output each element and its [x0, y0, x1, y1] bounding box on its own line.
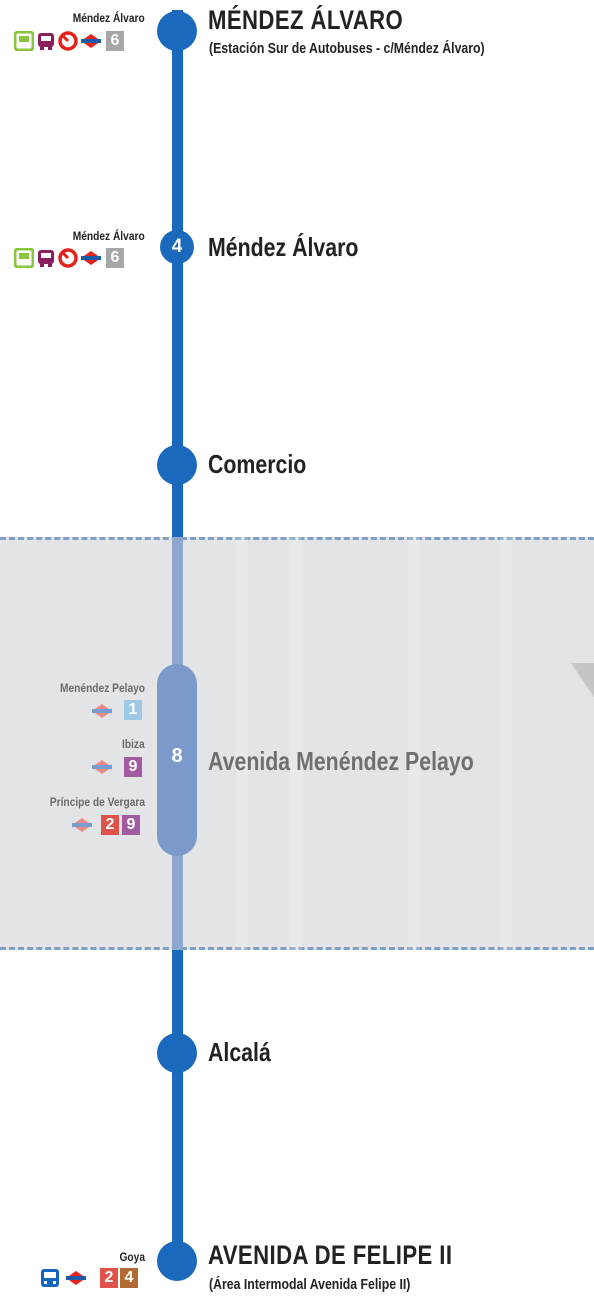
band-stripe [500, 537, 512, 950]
connection-icons: 6 [14, 31, 144, 51]
stop-name: AVENIDA DE FELIPE II [208, 1240, 453, 1270]
metro-line-badge: 4 [120, 1268, 138, 1288]
metro-icon [81, 34, 101, 48]
band-stripe [236, 537, 248, 950]
emt-bus-icon [41, 1269, 59, 1287]
airport-express-icon [58, 248, 78, 268]
connection-label: Menéndez Pelayo [59, 681, 145, 695]
band-stripe [408, 537, 420, 950]
metro-line-badge: 6 [106, 31, 124, 51]
connection-icons: 2 4 [40, 1268, 144, 1288]
terminus-stop-marker[interactable] [157, 1241, 197, 1281]
stop-subtitle: (Área Intermodal Avenida Felipe II) [209, 1276, 411, 1293]
express-section-band [0, 537, 594, 950]
route-line [172, 10, 183, 537]
stop-name: Alcalá [208, 1037, 271, 1067]
interurban-bus-icon [38, 250, 54, 267]
stop-name: MÉNDEZ ÁLVARO [208, 5, 404, 35]
route-line [172, 950, 183, 1280]
stop-name: Comercio [208, 449, 307, 479]
metro-icon [92, 760, 112, 774]
interurban-bus-icon [38, 33, 54, 50]
band-corner-marker [571, 663, 594, 697]
express-stop-marker[interactable] [157, 664, 197, 856]
stop-subtitle: (Estación Sur de Autobuses - c/Méndez Ál… [209, 40, 485, 57]
metro-line-badge: 9 [124, 757, 142, 777]
cercanias-icon [14, 248, 34, 268]
connection-icons: 6 [14, 248, 144, 268]
band-stripe [290, 537, 302, 950]
stop-name: Avenida Menéndez Pelayo [208, 746, 474, 776]
stop-number-marker: 8 [171, 745, 183, 767]
cercanias-icon [14, 31, 34, 51]
airport-express-icon [58, 31, 78, 51]
metro-line-badge: 6 [106, 248, 124, 268]
metro-icon [81, 251, 101, 265]
metro-icon [72, 818, 92, 832]
connection-label: Goya [119, 1250, 145, 1264]
metro-line-badge: 2 [101, 815, 119, 835]
metro-line-badge: 1 [124, 700, 142, 720]
metro-line-badge: 2 [100, 1268, 118, 1288]
connection-label: Méndez Álvaro [73, 11, 145, 25]
connection-label: Méndez Álvaro [73, 229, 145, 243]
stop-marker[interactable] [157, 445, 197, 485]
terminus-stop-marker[interactable] [157, 11, 197, 51]
metro-icon [66, 1271, 86, 1285]
metro-icon [92, 704, 112, 718]
stop-name: Méndez Álvaro [208, 232, 359, 262]
stop-marker[interactable] [157, 1033, 197, 1073]
stop-number-marker[interactable]: 4 [160, 230, 194, 264]
connection-label: Príncipe de Vergara [49, 795, 145, 809]
connection-label: Ibiza [122, 737, 145, 751]
metro-line-badge: 9 [122, 815, 140, 835]
